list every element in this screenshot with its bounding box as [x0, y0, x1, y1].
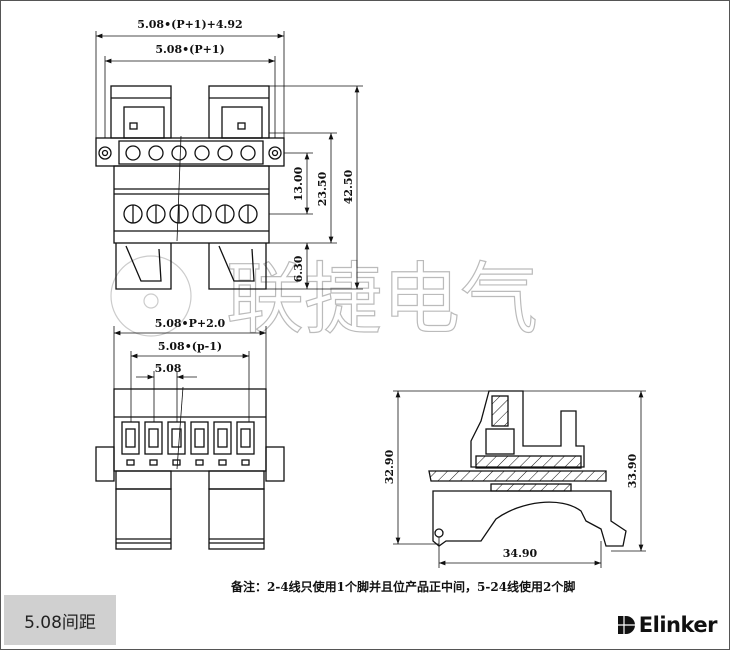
dim-front-pitch-total: 5.08•(p-1)	[158, 340, 222, 353]
dim-side-height-right: 33.90	[626, 453, 639, 488]
dim-side-width: 34.90	[503, 547, 538, 560]
brand-logo: Elinker	[616, 613, 718, 637]
side-view	[393, 390, 646, 568]
front-view	[95, 326, 285, 550]
dim-42-5: 42.50	[342, 169, 355, 204]
dim-23-5: 23.50	[316, 171, 329, 206]
dim-13: 13.00	[292, 166, 305, 201]
watermark: 联捷电气	[110, 254, 539, 346]
dim-pitch-total: 5.08•(P+1)	[155, 43, 224, 56]
dim-front-overall: 5.08•P+2.0	[155, 317, 226, 330]
watermark-text: 联捷电气	[226, 255, 538, 345]
top-view	[95, 31, 363, 290]
drawing-note: 备注：2-4线只使用1个脚并且位产品正中间，5-24线使用2个脚	[231, 580, 576, 594]
logo-mark-icon	[617, 616, 635, 634]
dim-side-height-left: 32.90	[383, 449, 396, 484]
dim-overall-width: 5.08•(P+1)+4.92	[137, 18, 242, 31]
dim-pitch: 5.08	[155, 362, 182, 375]
logo-text: Elinker	[638, 613, 718, 637]
pitch-label: 5.08间距	[4, 595, 116, 645]
dim-6-3: 6.30	[292, 255, 305, 282]
